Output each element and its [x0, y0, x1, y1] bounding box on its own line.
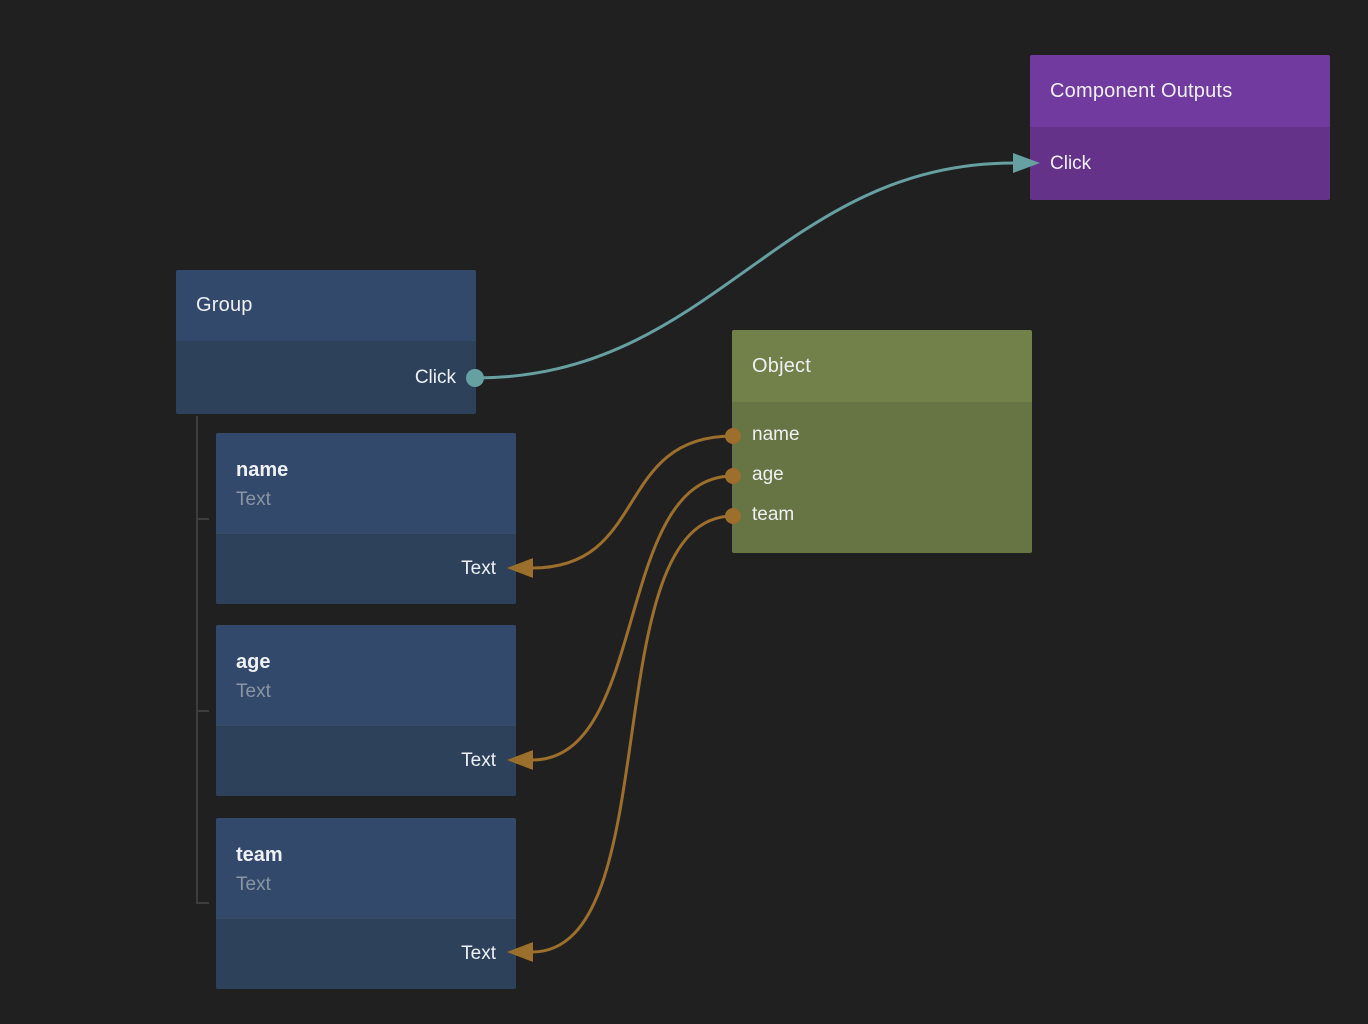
port-label-click-input: Click	[1050, 152, 1092, 174]
property-title: name	[236, 459, 289, 481]
object-port-row-age: age	[732, 455, 1032, 495]
node-component-outputs[interactable]: Component Outputs Click	[1030, 55, 1330, 200]
wire-object-age-to-age-text[interactable]	[531, 474, 734, 762]
port-label-text-input: Text	[461, 750, 496, 771]
object-port-row-team: team	[732, 495, 1032, 535]
property-subtitle: Text	[236, 874, 271, 895]
node-object[interactable]: Object name age team	[732, 330, 1032, 553]
node-property-age[interactable]: age Text Text	[216, 625, 516, 796]
object-port-row-name: name	[732, 415, 1032, 455]
property-header: name Text	[216, 433, 516, 533]
property-input-row: Text	[216, 533, 516, 604]
property-header: team Text	[216, 818, 516, 918]
property-subtitle: Text	[236, 681, 271, 702]
component-outputs-click-row: Click	[1030, 127, 1330, 200]
port-label-age: age	[752, 464, 784, 485]
property-header: age Text	[216, 625, 516, 725]
property-subtitle: Text	[236, 489, 271, 510]
wire-object-name-to-name-text[interactable]	[531, 434, 734, 570]
node-group[interactable]: Group Click	[176, 270, 476, 414]
object-ports-body: name age team	[732, 402, 1032, 553]
object-node-title: Object	[732, 330, 1032, 402]
port-label-text-input: Text	[461, 558, 496, 579]
tree-guide-line	[196, 416, 209, 904]
property-title: age	[236, 651, 271, 673]
port-label-name: name	[752, 424, 800, 445]
node-property-name[interactable]: name Text Text	[216, 433, 516, 604]
property-input-row: Text	[216, 918, 516, 989]
port-label-team: team	[752, 504, 795, 525]
property-input-row: Text	[216, 725, 516, 796]
group-click-output-row: Click	[176, 341, 476, 414]
component-outputs-title: Component Outputs	[1030, 55, 1330, 127]
node-property-team[interactable]: team Text Text	[216, 818, 516, 989]
wire-object-team-to-team-text[interactable]	[531, 514, 734, 954]
property-title: team	[236, 844, 283, 866]
port-label-text-input: Text	[461, 943, 496, 964]
group-node-title: Group	[176, 270, 476, 341]
port-label-click-output: Click	[414, 366, 456, 388]
